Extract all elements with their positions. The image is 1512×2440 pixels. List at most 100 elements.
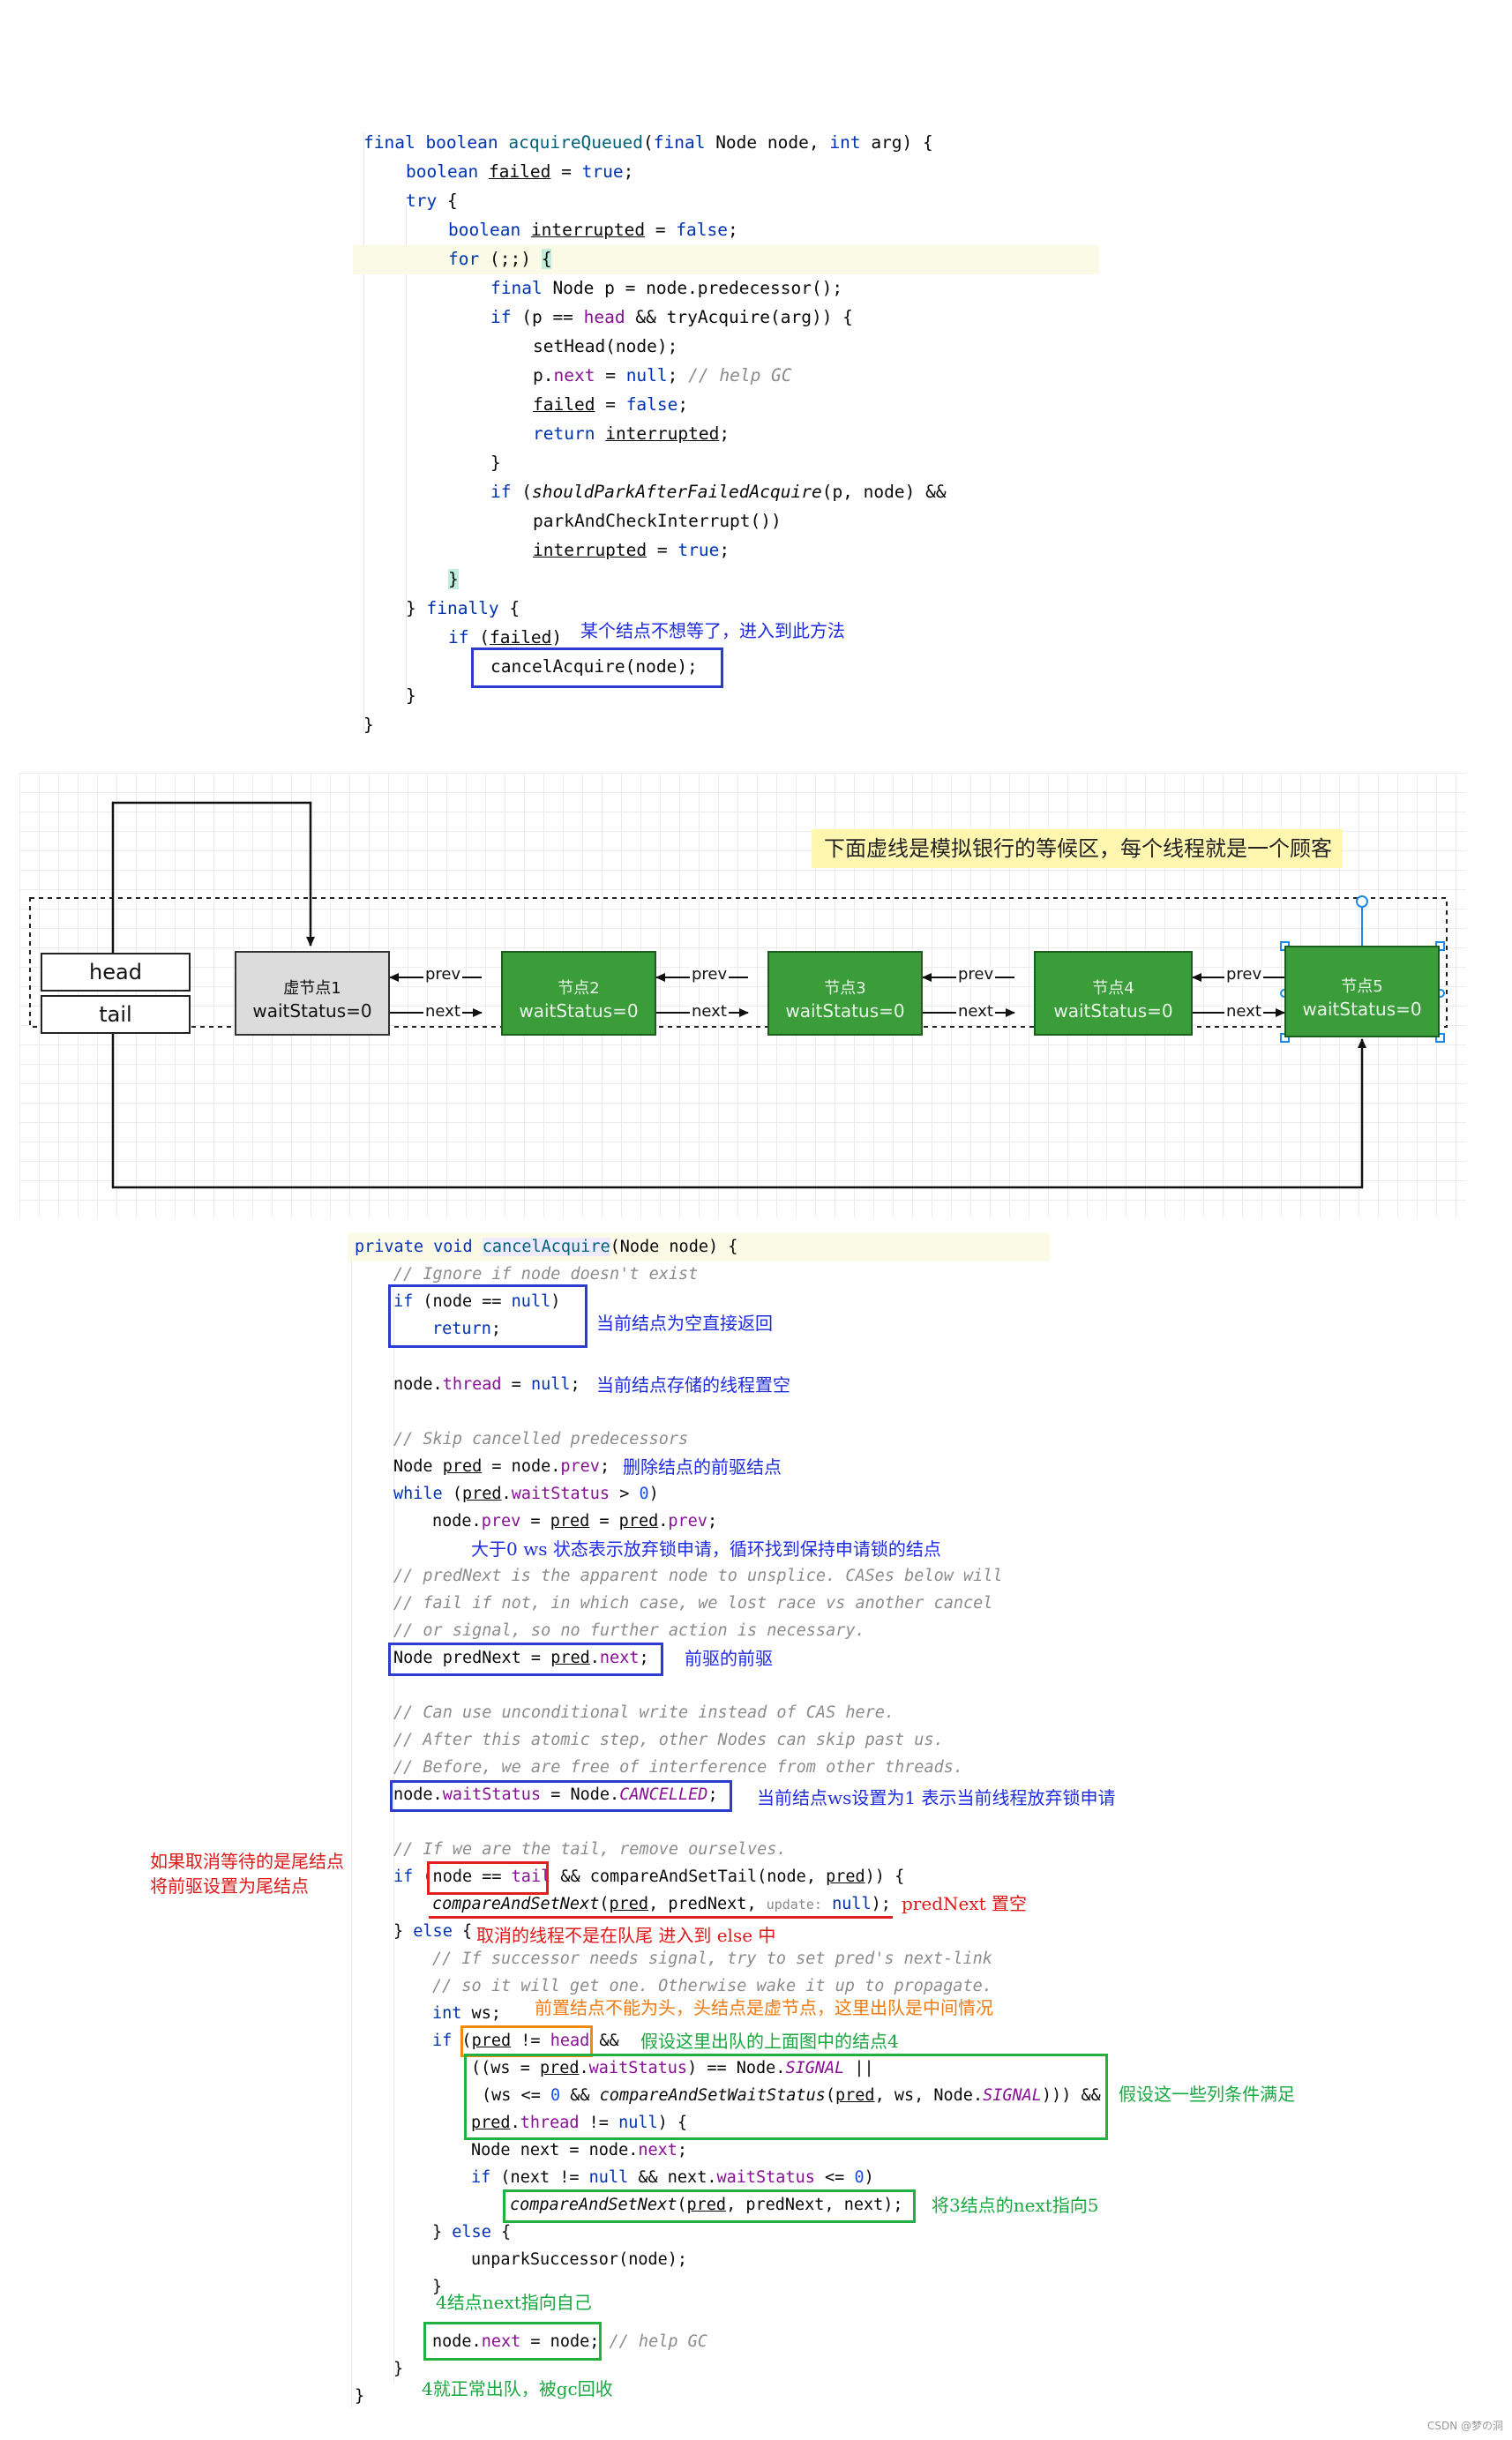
head-label: head <box>89 960 142 984</box>
code-line: pred.thread != null) { <box>471 2114 688 2132</box>
code-line: if (pred != head && <box>432 2032 619 2050</box>
watermark: CSDN @梦の洞 <box>1426 2420 1503 2432</box>
code-line: int ws; <box>432 2004 501 2023</box>
annotation: 当前结点为空直接返回 <box>596 1313 773 1334</box>
code-line: private void cancelAcquire(Node node) { <box>355 1238 738 1256</box>
code-line: (ws <= 0 && compareAndSetWaitStatus(pred… <box>482 2086 1101 2105</box>
highlight-box <box>388 1284 588 1348</box>
code-line: // Ignore if node doesn't exist <box>393 1265 699 1284</box>
prev-label: prev <box>956 965 996 984</box>
node-2: 节点2 waitStatus=0 <box>501 951 656 1036</box>
code-line: setHead(node); <box>533 336 678 356</box>
next-label: next <box>1224 1002 1263 1021</box>
code-line: } <box>393 2360 404 2378</box>
node-status: waitStatus=0 <box>1053 1000 1173 1022</box>
code-line: Node predNext = pred.next; <box>393 1649 649 1667</box>
node-name: 节点3 <box>824 979 866 998</box>
code-line: failed = false; <box>533 394 689 415</box>
red-underline <box>429 1916 893 1919</box>
node-name: 节点4 <box>1092 979 1134 998</box>
highlight-box <box>503 2189 916 2223</box>
code-line: } else { <box>393 1922 473 1941</box>
code-line: if (p == head && tryAcquire(arg)) { <box>490 307 853 327</box>
node-name: 节点5 <box>1341 977 1383 996</box>
code-line: for (;;) { <box>448 249 552 269</box>
code-line: // or signal, so no further action is ne… <box>393 1621 865 1640</box>
annotation: 删除结点的前驱结点 <box>623 1456 782 1478</box>
code-line: Node pred = node.prev; <box>393 1457 610 1476</box>
code-line: node.next = node; // help GC <box>432 2332 707 2351</box>
code-line: while (pred.waitStatus > 0) <box>393 1485 659 1503</box>
highlight-box <box>460 2025 593 2057</box>
annotation: 取消的线程不是在队尾 进入到 else 中 <box>476 1925 776 1946</box>
annotation: 当前结点存储的线程置空 <box>596 1374 790 1396</box>
annotation: 大于0 ws 状态表示放弃锁申请，循环找到保持申请锁的结点 <box>471 1538 941 1560</box>
annotation: 如果取消等待的是尾结点 <box>150 1851 344 1872</box>
annotation: 假设这一些列条件满足 <box>1119 2084 1295 2105</box>
code-line: } <box>432 2278 443 2296</box>
queue-diagram: 下面虚线是模拟银行的等候区，每个线程就是一个顾客 head tail 虚节点1 … <box>19 773 1466 1217</box>
code-line: return interrupted; <box>533 423 730 444</box>
code-line: node.waitStatus = Node.CANCELLED; <box>393 1785 718 1804</box>
node-name: 节点2 <box>558 979 600 998</box>
annotation: 将前驱设置为尾结点 <box>150 1875 309 1897</box>
annotation: 前置结点不能为头，头结点是虚节点，这里出队是中间情况 <box>535 1997 993 2018</box>
next-label: next <box>956 1002 995 1021</box>
node-4: 节点4 waitStatus=0 <box>1034 951 1193 1036</box>
annotation: predNext 置空 <box>902 1893 1028 1914</box>
code-line: // After this atomic step, other Nodes c… <box>393 1731 944 1749</box>
code-line: // fail if not, in which case, we lost r… <box>393 1594 993 1613</box>
code-line: compareAndSetNext(pred, predNext, next); <box>510 2196 903 2214</box>
code-line: // predNext is the apparent node to unsp… <box>393 1567 1003 1585</box>
node-3: 节点3 waitStatus=0 <box>767 951 923 1036</box>
code-line: boolean failed = true; <box>406 161 634 182</box>
code-line: } <box>363 715 374 735</box>
code-line: cancelAcquire(node); <box>490 656 698 677</box>
node-name: 虚节点1 <box>283 979 341 998</box>
annotation: 将3结点的next指向5 <box>932 2195 1099 2216</box>
node-status: waitStatus=0 <box>252 1000 372 1022</box>
code-line: } <box>448 569 459 589</box>
code-line: final Node p = node.predecessor(); <box>490 278 843 298</box>
code-line: compareAndSetNext(pred, predNext, update… <box>432 1895 891 1913</box>
annotation: 当前结点ws设置为1 表示当前线程放弃锁申请 <box>757 1787 1116 1808</box>
prev-label: prev <box>690 965 730 984</box>
code-line: if (node == null) <box>393 1292 561 1311</box>
prev-label: prev <box>423 965 463 984</box>
head-pointer: head <box>41 953 191 992</box>
code-line: // If successor needs signal, try to set… <box>432 1950 992 1968</box>
highlight-box <box>388 1643 663 1676</box>
highlight-box <box>427 1861 549 1895</box>
code-line: Node next = node.next; <box>471 2141 688 2159</box>
annotation: 前驱的前驱 <box>685 1648 773 1669</box>
annotation: 4结点next指向自己 <box>436 2292 592 2313</box>
code-line: } <box>355 2387 365 2406</box>
code-line: } <box>406 685 416 706</box>
tail-label: tail <box>99 1002 132 1027</box>
code-line: // Can use unconditional write instead o… <box>393 1703 895 1722</box>
node-status: waitStatus=0 <box>1302 999 1422 1020</box>
code-line: } else { <box>432 2223 512 2242</box>
head-pointer-line <box>111 801 315 954</box>
node-5[interactable]: 节点5 waitStatus=0 <box>1284 946 1440 1037</box>
next-label: next <box>423 1002 462 1021</box>
code-line: p.next = null; // help GC <box>533 365 792 385</box>
node-status: waitStatus=0 <box>785 1000 905 1022</box>
code-line: } finally { <box>406 598 520 618</box>
highlight-box <box>471 647 723 688</box>
code-line: // Before, we are free of interference f… <box>393 1758 964 1777</box>
code-line: boolean interrupted = false; <box>448 220 738 240</box>
dummy-node-1: 虚节点1 waitStatus=0 <box>235 951 390 1036</box>
code-line: if (next != null && next.waitStatus <= 0… <box>471 2168 874 2187</box>
next-label: next <box>690 1002 729 1021</box>
waiting-area-note: 下面虚线是模拟银行的等候区，每个线程就是一个顾客 <box>812 829 1343 868</box>
code-line: parkAndCheckInterrupt()) <box>533 511 782 531</box>
code-line: // If we are the tail, remove ourselves. <box>393 1840 787 1859</box>
code-line: } <box>490 453 501 473</box>
code-line: // so it will get one. Otherwise wake it… <box>432 1977 992 1995</box>
node-status: waitStatus=0 <box>519 1000 639 1022</box>
prev-label: prev <box>1224 965 1264 984</box>
code-line: interrupted = true; <box>533 540 730 560</box>
tail-pointer: tail <box>41 995 191 1034</box>
code-line: unparkSuccessor(node); <box>471 2250 688 2269</box>
